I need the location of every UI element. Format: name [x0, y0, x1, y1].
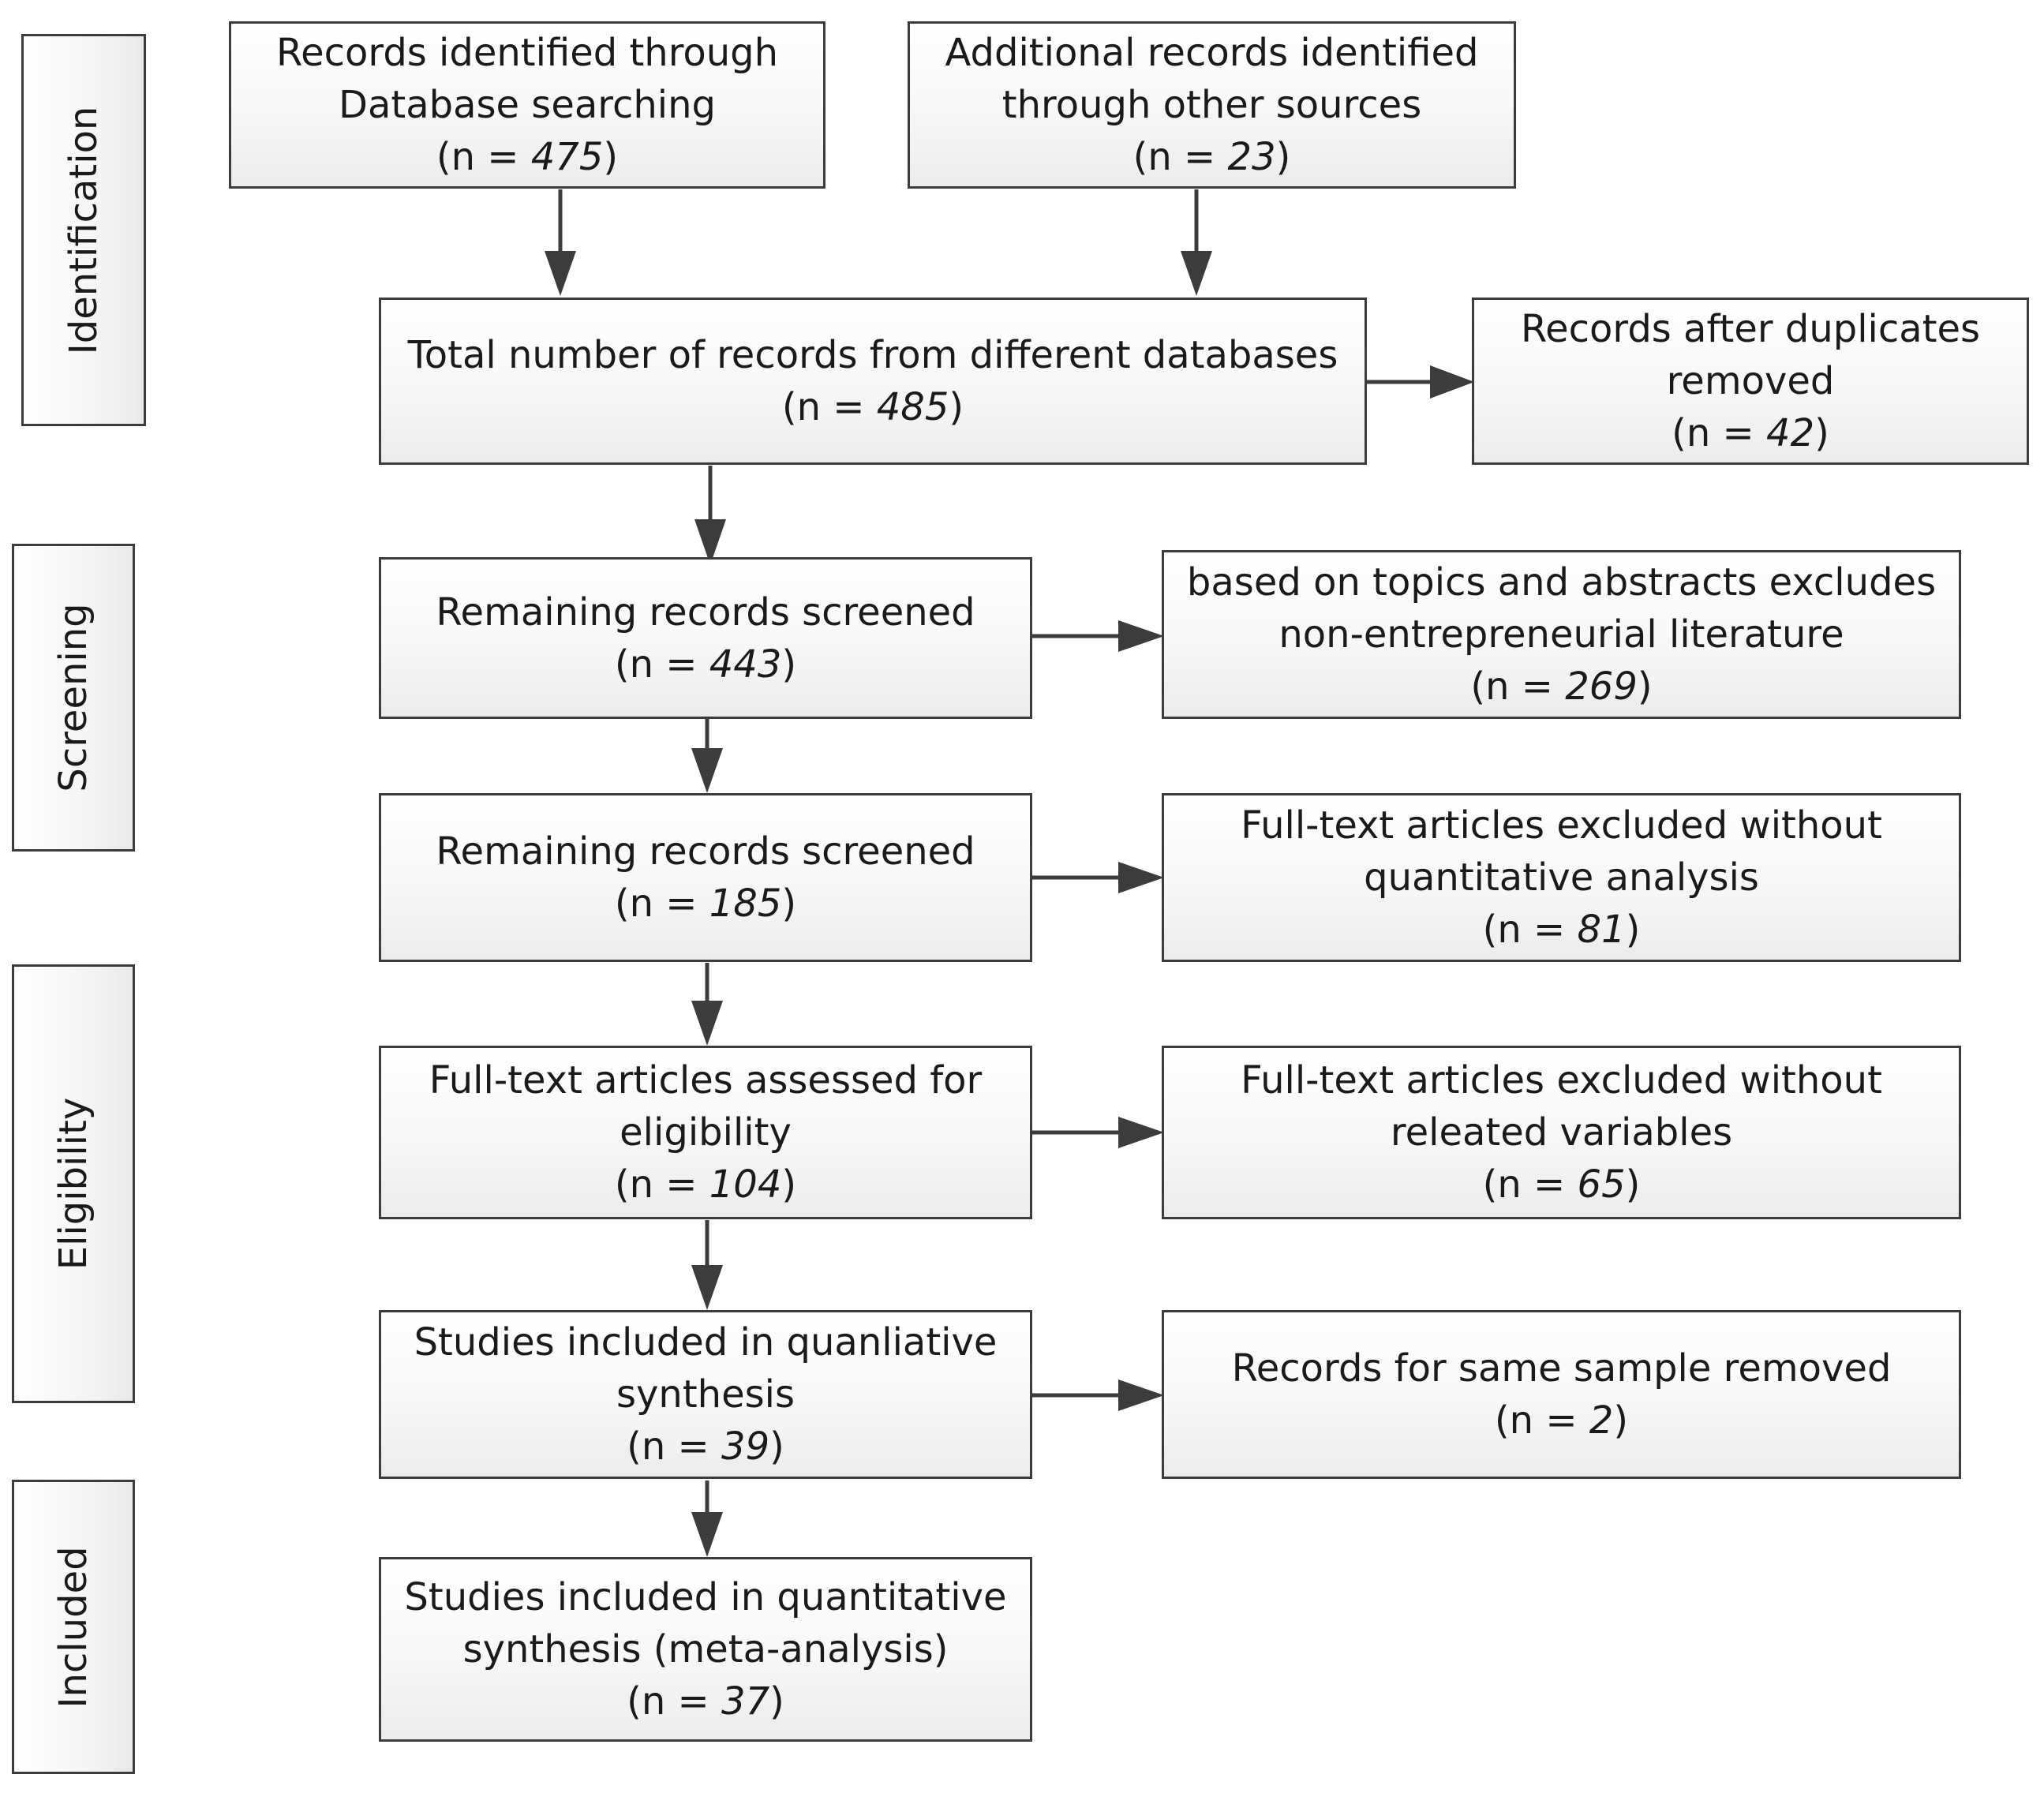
box-line: Full-text articles excluded without: [1241, 1058, 1882, 1102]
box-duplicates-removed: Records after duplicates removed (n = 42…: [1472, 298, 2029, 465]
box-line: eligibility: [620, 1110, 792, 1155]
arrowhead-qualitative-to-removed: [1118, 1379, 1164, 1411]
arrowhead-other-to-total: [1181, 251, 1212, 296]
stage-identification: Identification: [21, 34, 146, 426]
box-remaining-screened-1: Remaining records screened (n = 443): [379, 557, 1032, 719]
box-excluded-topics-abstracts: based on topics and abstracts excludes n…: [1162, 550, 1961, 719]
box-count: (n = 39): [627, 1424, 784, 1469]
box-total-records: Total number of records from different d…: [379, 298, 1367, 465]
stage-eligibility: Eligibility: [12, 964, 135, 1403]
stage-included: Included: [12, 1480, 135, 1774]
arrowhead-db-to-total: [545, 251, 576, 296]
box-line: Remaining records screened: [436, 590, 975, 634]
box-count: (n = 485): [781, 385, 964, 429]
box-line: Records identified through: [275, 31, 779, 75]
arrowhead-screened1-to-screened2: [691, 748, 723, 793]
box-line: synthesis: [616, 1372, 795, 1417]
box-count: (n = 269): [1470, 664, 1653, 709]
box-count: (n = 81): [1482, 908, 1641, 952]
arrowhead-total-to-screened1: [694, 519, 726, 565]
arrowhead-assessed-to-qualitative: [691, 1265, 723, 1310]
box-count: (n = 37): [627, 1679, 784, 1724]
box-line: Full-text articles excluded without: [1241, 803, 1882, 848]
stage-screening: Screening: [12, 544, 135, 852]
arrowhead-qualitative-to-quantitative: [691, 1512, 723, 1557]
box-quantitative-synthesis: Studies included in quantitative synthes…: [379, 1557, 1032, 1742]
box-same-sample-removed: Records for same sample removed (n = 2): [1162, 1310, 1961, 1479]
arrowhead-screened2-to-excluded: [1118, 862, 1164, 893]
box-assessed-eligibility: Full-text articles assessed for eligibil…: [379, 1046, 1032, 1219]
arrowhead-screened2-to-assessed: [691, 1001, 723, 1046]
box-line: synthesis (meta-analysis): [462, 1627, 949, 1671]
box-line: through other sources: [1001, 83, 1422, 127]
box-line: removed: [1666, 359, 1835, 403]
box-count: (n = 475): [436, 135, 619, 179]
box-line: Records for same sample removed: [1231, 1346, 1892, 1391]
box-line: Records after duplicates: [1520, 307, 1981, 351]
arrowhead-assessed-to-excluded: [1118, 1117, 1164, 1148]
box-excluded-no-quantitative: Full-text articles excluded without quan…: [1162, 793, 1961, 962]
box-line: Database searching: [339, 83, 716, 127]
box-line: Studies included in quanliative: [414, 1320, 998, 1364]
box-count: (n = 2): [1494, 1398, 1629, 1443]
box-line: based on topics and abstracts excludes: [1186, 560, 1937, 605]
box-qualitative-synthesis: Studies included in quanliative synthesi…: [379, 1310, 1032, 1479]
box-count: (n = 185): [614, 882, 797, 926]
box-count: (n = 65): [1482, 1162, 1641, 1207]
box-records-other-sources: Additional records identified through ot…: [908, 21, 1516, 189]
box-records-database-search: Records identified through Database sear…: [229, 21, 825, 189]
box-line: non-entrepreneurial literature: [1278, 612, 1844, 657]
box-line: Remaining records screened: [436, 829, 975, 874]
box-line: releated variables: [1390, 1110, 1733, 1155]
box-line: Full-text articles assessed for: [429, 1058, 983, 1102]
box-remaining-screened-2: Remaining records screened (n = 185): [379, 793, 1032, 962]
box-line: Total number of records from different d…: [407, 333, 1338, 377]
box-excluded-no-variables: Full-text articles excluded without rele…: [1162, 1046, 1961, 1219]
box-count: (n = 23): [1132, 135, 1291, 179]
box-line: Additional records identified: [945, 31, 1479, 75]
box-count: (n = 42): [1672, 411, 1829, 455]
box-line: Studies included in quantitative: [404, 1575, 1007, 1619]
box-count: (n = 443): [614, 642, 797, 687]
arrowhead-screened1-to-excluded: [1118, 620, 1164, 652]
box-count: (n = 104): [614, 1162, 797, 1207]
arrowhead-total-to-duplicates: [1430, 365, 1474, 399]
box-line: quantitative analysis: [1364, 855, 1759, 900]
